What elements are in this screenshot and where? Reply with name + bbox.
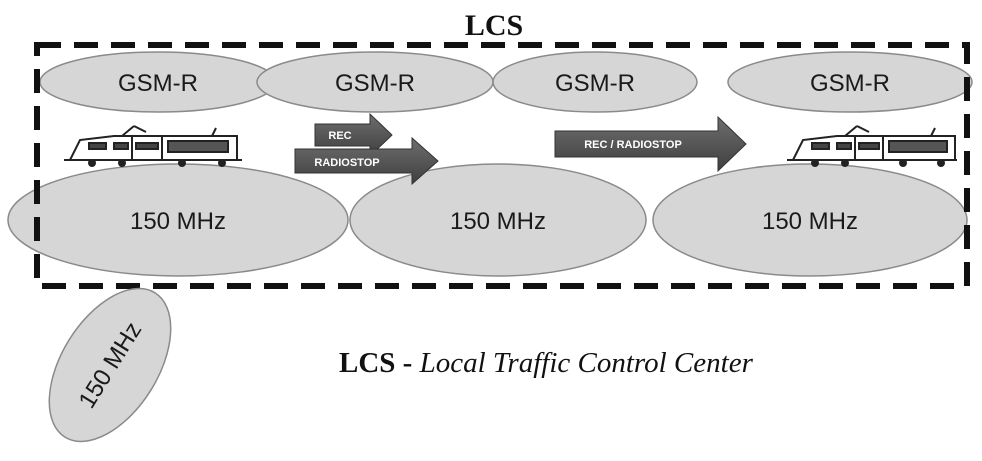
mhz-cell-2: 150 MHz [349, 163, 647, 277]
legend: LCS - Local Traffic Control Center [339, 347, 754, 379]
rec-radiostop-label: REC / RADIOSTOP [584, 139, 682, 151]
mhz-cell-3: 150 MHz [652, 163, 968, 277]
outside-mhz-cell: 150 MHz [48, 287, 172, 443]
gsm-cell-1: GSM-R [39, 51, 277, 113]
legend-separator: - [395, 347, 419, 379]
radiostop-arrow: RADIOSTOP [294, 136, 439, 186]
mhz-cell-label: 150 MHz [762, 208, 858, 235]
mhz-cell-label: 150 MHz [450, 208, 546, 235]
train-left-icon [64, 125, 242, 167]
lcs-boundary [34, 42, 970, 289]
rec-radiostop-arrow: REC / RADIOSTOP [554, 115, 747, 173]
legend-expansion: Local Traffic Control Center [419, 347, 754, 379]
gsm-cell-3: GSM-R [492, 51, 698, 113]
gsm-cell-label: GSM-R [810, 70, 890, 97]
rec-label: REC [328, 130, 351, 142]
gsm-cell-label: GSM-R [555, 70, 635, 97]
gsm-cell-2: GSM-R [256, 51, 494, 113]
gsm-cell-4: GSM-R [727, 51, 973, 113]
rec-arrow: REC [314, 112, 393, 158]
legend-abbr: LCS [339, 347, 395, 379]
train-right-icon [787, 125, 957, 167]
mhz-cell-label: 150 MHz [130, 208, 226, 235]
mhz-cell-1: 150 MHz [7, 163, 349, 277]
diagram-title: LCS [465, 9, 523, 42]
gsm-cell-label: GSM-R [118, 70, 198, 97]
gsm-cell-label: GSM-R [335, 70, 415, 97]
radiostop-label: RADIOSTOP [314, 157, 379, 169]
